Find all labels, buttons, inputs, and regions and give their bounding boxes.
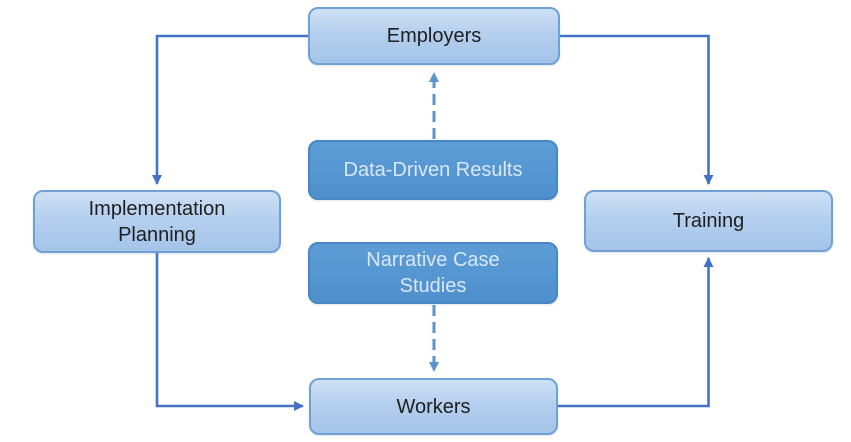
node-implementation-planning: Implementation Planning <box>33 190 281 253</box>
node-workers: Workers <box>309 378 558 435</box>
connector-employers-to-training <box>560 34 714 185</box>
node-data-driven-results: Data-Driven Results <box>308 140 558 200</box>
connector-implementation-planning-to-workers <box>155 253 304 411</box>
node-employers-label: Employers <box>386 25 482 47</box>
node-workers-label: Workers <box>396 395 471 418</box>
node-narrative-case-studies: Narrative Case Studies <box>308 242 558 304</box>
node-narrative-case-studies-label: Narrative Case Studies <box>366 249 500 297</box>
connector-workers-to-training <box>558 257 714 408</box>
node-training-label: Training <box>672 210 745 232</box>
node-data-driven-results-label: Data-Driven Results <box>343 159 523 181</box>
node-training: Training <box>584 190 833 252</box>
node-employers: Employers <box>308 7 560 65</box>
node-implementation-planning-label: Implementation Planning <box>88 197 226 246</box>
connector-employers-to-implementation-planning <box>152 34 308 185</box>
